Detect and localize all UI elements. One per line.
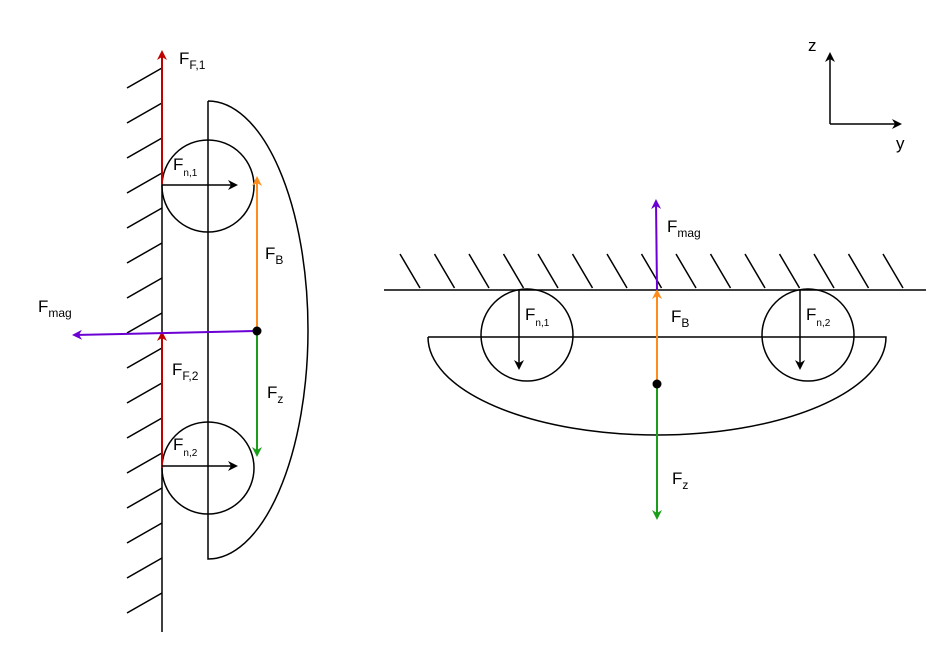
left-wall-hatching [126, 67, 163, 614]
right-hatch-mark [882, 253, 904, 289]
right-fz-label: Fz [672, 469, 688, 492]
right-hatch-mark [537, 253, 559, 289]
right-ceiling-hatching [399, 253, 904, 289]
left-hatch-mark [126, 312, 163, 334]
right-hatch-mark [744, 253, 766, 289]
right-body-shape [427, 336, 887, 436]
left-fn2-label: Fn,2 [173, 435, 198, 459]
right-wheel-2 [761, 288, 855, 382]
left-wheel-1 [161, 139, 255, 233]
left-hatch-mark [126, 417, 163, 439]
left-hatch-mark [126, 452, 163, 474]
right-hatch-mark [606, 253, 628, 289]
coordinate-axes: z y [808, 36, 905, 153]
left-fb-label: FB [265, 244, 283, 267]
left-hatch-mark [126, 487, 163, 509]
right-hatch-mark [813, 253, 835, 289]
right-hatch-mark [640, 253, 663, 289]
right-fn2-label: Fn,2 [806, 305, 831, 329]
right-hatch-mark [778, 253, 801, 289]
z-axis-label: z [808, 36, 817, 55]
right-fb-label: FB [671, 307, 689, 330]
y-axis-label: y [896, 134, 905, 153]
right-hatch-mark [502, 253, 525, 289]
left-hatch-mark [126, 557, 163, 579]
left-hatch-mark [126, 592, 163, 614]
right-hatch-mark [468, 253, 490, 289]
right-fmag-label: Fmag [667, 217, 701, 240]
right-hatch-mark [675, 253, 697, 289]
left-hatch-mark [126, 207, 163, 229]
left-magnetic-arrow [72, 329, 258, 340]
left-hatch-mark [126, 137, 163, 159]
left-ff1-label: FF,1 [179, 49, 206, 72]
right-hatch-mark [399, 253, 421, 289]
left-center-point [252, 326, 262, 336]
left-hatch-mark [126, 382, 163, 404]
right-hatch-mark [709, 253, 732, 289]
left-hatch-mark [126, 102, 163, 124]
left-fmag-label: Fmag [38, 297, 72, 320]
left-body-shape [207, 100, 309, 560]
right-hatch-mark [571, 253, 594, 289]
left-ff2-label: FF,2 [172, 360, 199, 383]
left-hatch-mark [126, 347, 163, 369]
left-hatch-mark [126, 242, 163, 264]
right-hatch-mark [433, 253, 456, 289]
left-fz-label: Fz [267, 383, 283, 406]
left-hatch-mark [126, 522, 163, 544]
right-magnetic-arrow [651, 199, 662, 291]
left-fn1-label: Fn,1 [173, 155, 198, 179]
left-hatch-mark [126, 277, 163, 299]
left-hatch-mark [126, 172, 163, 194]
left-diagram: FF,1 FF,2 Fn,1 Fn,2 FB Fz Fmag [38, 49, 309, 632]
right-fn1-label: Fn,1 [525, 305, 550, 329]
right-diagram: Fmag Fn,1 Fn,2 FB Fz [384, 199, 926, 520]
right-hatch-mark [847, 253, 870, 289]
right-wheel-1 [480, 288, 574, 382]
left-hatch-mark [126, 67, 163, 89]
right-center-point [652, 379, 662, 389]
